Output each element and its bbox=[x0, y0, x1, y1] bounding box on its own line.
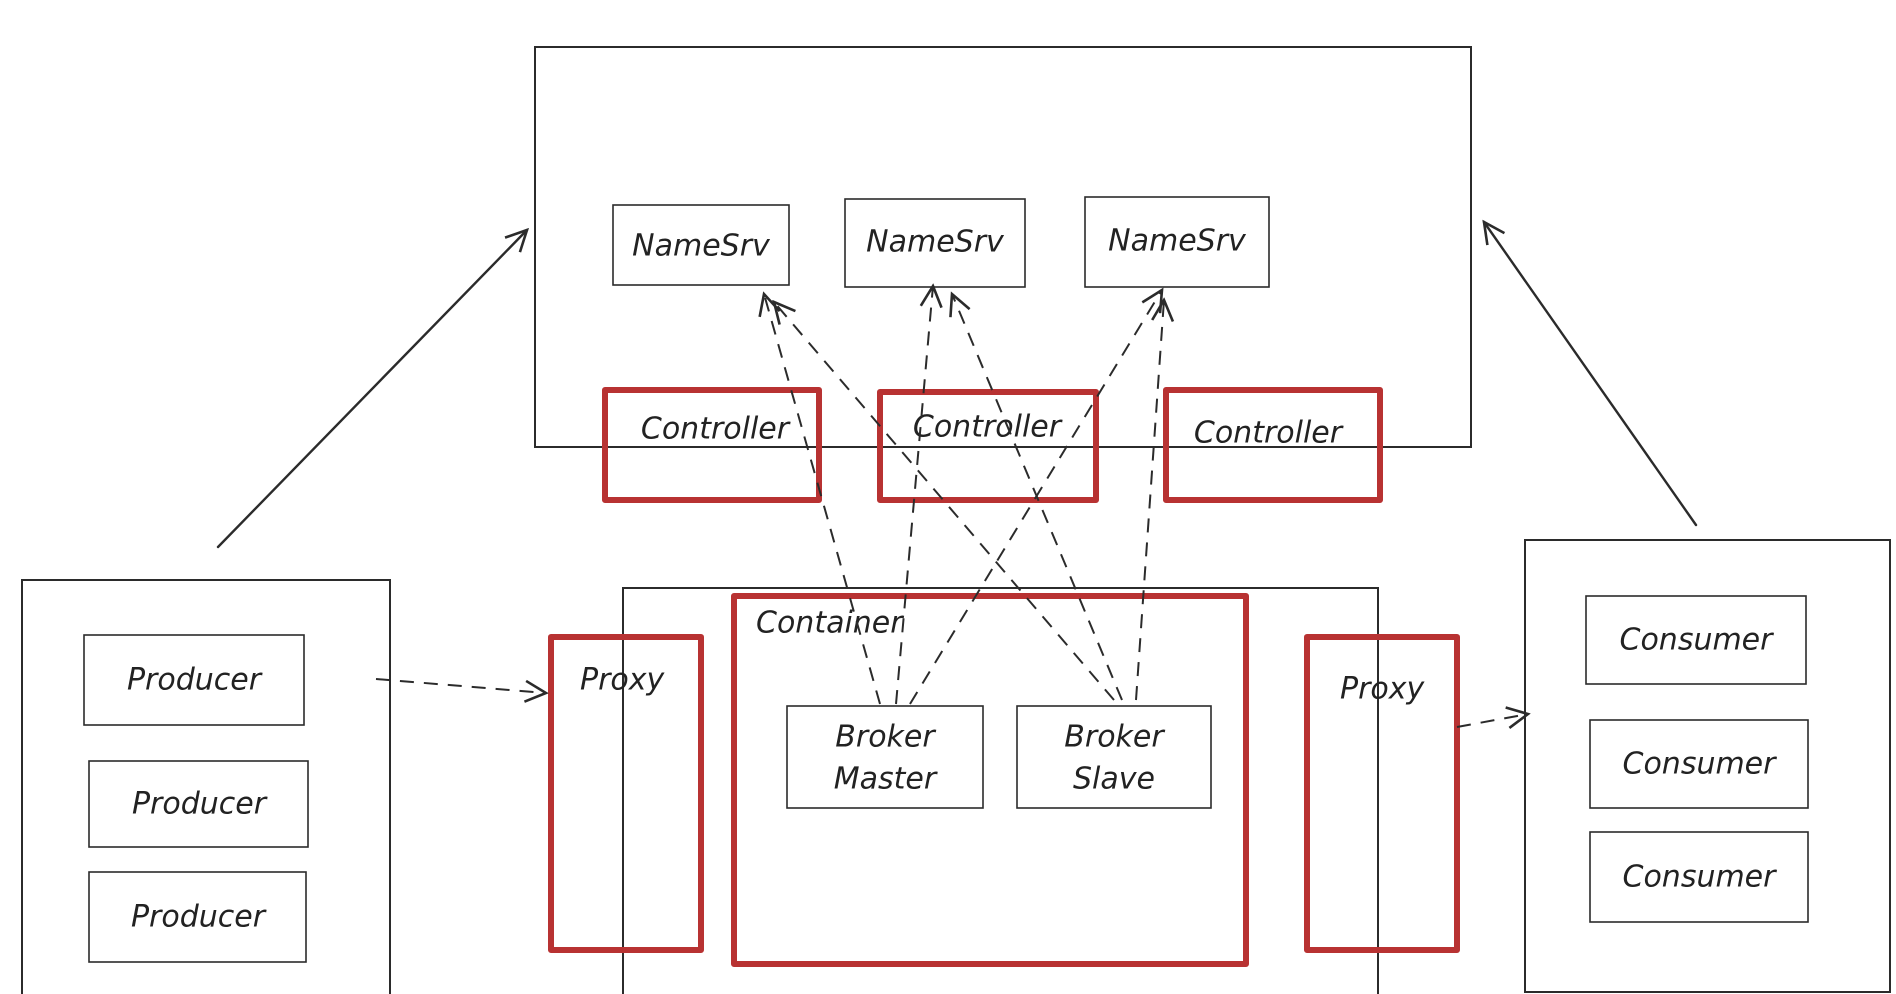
producer-to-proxy-arrow bbox=[375, 678, 546, 693]
proxy-box bbox=[1304, 634, 1460, 953]
proxy-to-consumer-arrow bbox=[1456, 714, 1528, 727]
consumer-label: Consumer bbox=[1623, 747, 1778, 782]
namesrv-label: NameSrv bbox=[632, 229, 771, 264]
broker-master-line1: Broker bbox=[835, 720, 936, 755]
consumer-group-frame bbox=[1524, 539, 1891, 993]
namesrv-cluster-frame bbox=[534, 46, 1472, 448]
proxy-box bbox=[548, 634, 704, 953]
consumer-box bbox=[1589, 831, 1809, 923]
consumer-node-1: Consumer bbox=[1585, 595, 1807, 685]
broker-slave-box bbox=[1016, 705, 1212, 809]
namesrv-node-2: NameSrv bbox=[844, 198, 1026, 288]
controller-node-1: Controller bbox=[602, 387, 822, 503]
broker-master-node: Broker Master bbox=[786, 705, 984, 809]
container: Container bbox=[731, 593, 1249, 967]
producer-to-namesrv-arrow bbox=[216, 230, 527, 549]
producer-label: Producer bbox=[127, 663, 263, 698]
producer-box bbox=[88, 871, 307, 963]
slave-to-namesrv2-arrow bbox=[952, 294, 1123, 701]
controller-box bbox=[877, 389, 1099, 503]
broker-slave-node: Broker Slave bbox=[1016, 705, 1212, 809]
producer-node-2: Producer bbox=[88, 760, 309, 848]
proxy-left: Proxy bbox=[548, 634, 704, 953]
container-box bbox=[731, 593, 1249, 967]
slave-to-namesrv3-arrow bbox=[1135, 300, 1164, 701]
controller-label: Controller bbox=[1194, 416, 1344, 451]
consumer-label: Consumer bbox=[1620, 623, 1775, 658]
namesrv-box bbox=[1084, 196, 1270, 288]
producer-node-1: Producer bbox=[83, 634, 305, 726]
namesrv-label: NameSrv bbox=[1108, 224, 1247, 259]
broker-slave-line2: Slave bbox=[1073, 762, 1155, 797]
controller-box bbox=[1163, 387, 1383, 503]
namesrv-label: NameSrv bbox=[866, 225, 1005, 260]
consumer-node-3: Consumer bbox=[1589, 831, 1809, 923]
controller-label: Controller bbox=[641, 412, 791, 447]
broker-cluster-frame bbox=[622, 587, 1379, 994]
namesrv-node-1: NameSrv bbox=[612, 204, 790, 286]
producer-label: Producer bbox=[131, 900, 267, 935]
consumer-node-2: Consumer bbox=[1589, 719, 1809, 809]
controller-box bbox=[602, 387, 822, 503]
controller-node-2: Controller bbox=[877, 389, 1099, 503]
broker-master-line2: Master bbox=[834, 762, 938, 797]
producer-group-frame bbox=[21, 579, 391, 994]
consumer-label: Consumer bbox=[1623, 860, 1778, 895]
broker-master-box bbox=[786, 705, 984, 809]
proxy-right: Proxy bbox=[1304, 634, 1460, 953]
producer-node-3: Producer bbox=[88, 871, 307, 963]
broker-slave-line1: Broker bbox=[1064, 720, 1165, 755]
namesrv-node-3: NameSrv bbox=[1084, 196, 1270, 288]
master-to-namesrv2-arrow bbox=[895, 286, 933, 705]
controller-node-3: Controller bbox=[1163, 387, 1383, 503]
proxy-label: Proxy bbox=[580, 663, 666, 698]
slave-to-namesrv1-arrow bbox=[774, 302, 1115, 701]
proxy-label: Proxy bbox=[1340, 672, 1426, 707]
consumer-box bbox=[1589, 719, 1809, 809]
producer-label: Producer bbox=[132, 787, 268, 822]
producer-box bbox=[83, 634, 305, 726]
container-label: Container bbox=[756, 606, 904, 641]
producer-box bbox=[88, 760, 309, 848]
consumer-box bbox=[1585, 595, 1807, 685]
controller-label: Controller bbox=[913, 410, 1063, 445]
namesrv-box bbox=[612, 204, 790, 286]
consumer-to-namesrv-arrow bbox=[1484, 222, 1698, 527]
